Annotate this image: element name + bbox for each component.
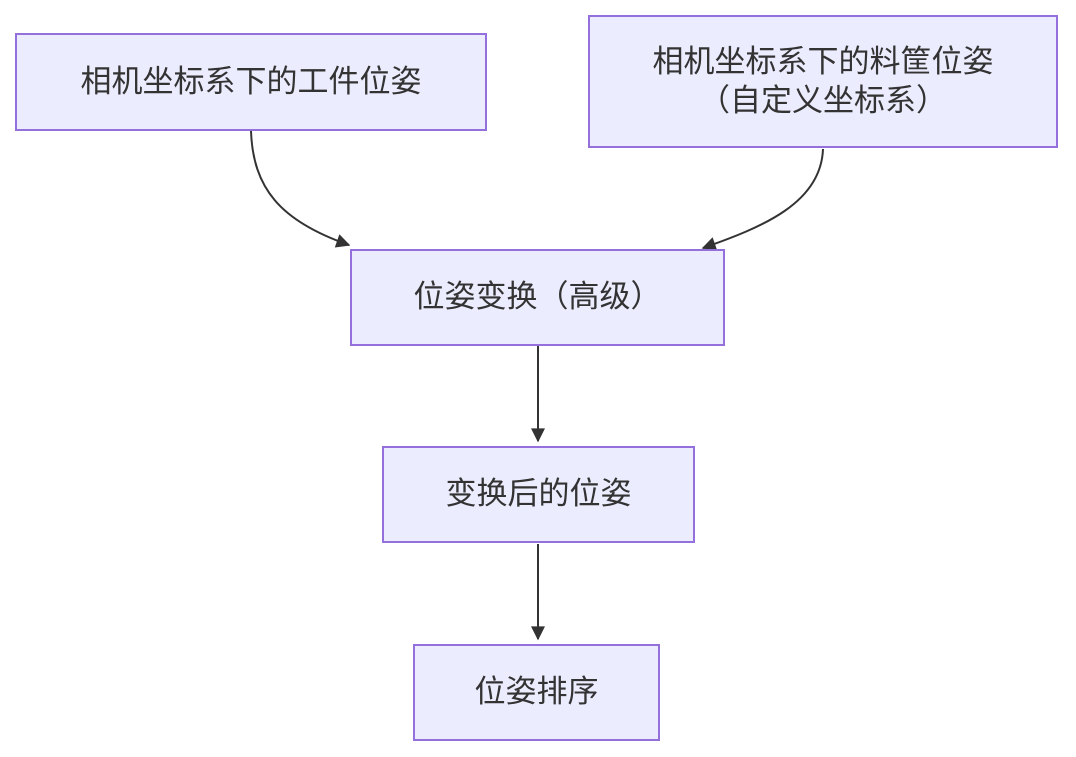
node-workpiece-pose-camera: 相机坐标系下的工件位姿	[15, 33, 487, 131]
node-basket-pose-camera: 相机坐标系下的料筐位姿 （自定义坐标系）	[588, 15, 1058, 148]
node-label: 变换后的位姿	[445, 476, 632, 512]
node-label: 相机坐标系下的料筐位姿 （自定义坐标系）	[652, 43, 994, 118]
node-label: 位姿变换（高级）	[413, 279, 662, 315]
node-label: 相机坐标系下的工件位姿	[80, 63, 422, 99]
node-pose-transform-advanced: 位姿变换（高级）	[350, 249, 725, 346]
node-pose-sorting: 位姿排序	[413, 644, 660, 741]
node-transformed-pose: 变换后的位姿	[382, 446, 695, 543]
edge-basket-to-transform	[701, 148, 824, 251]
node-label: 位姿排序	[474, 674, 599, 710]
edge-workpiece-to-transform	[250, 130, 351, 248]
